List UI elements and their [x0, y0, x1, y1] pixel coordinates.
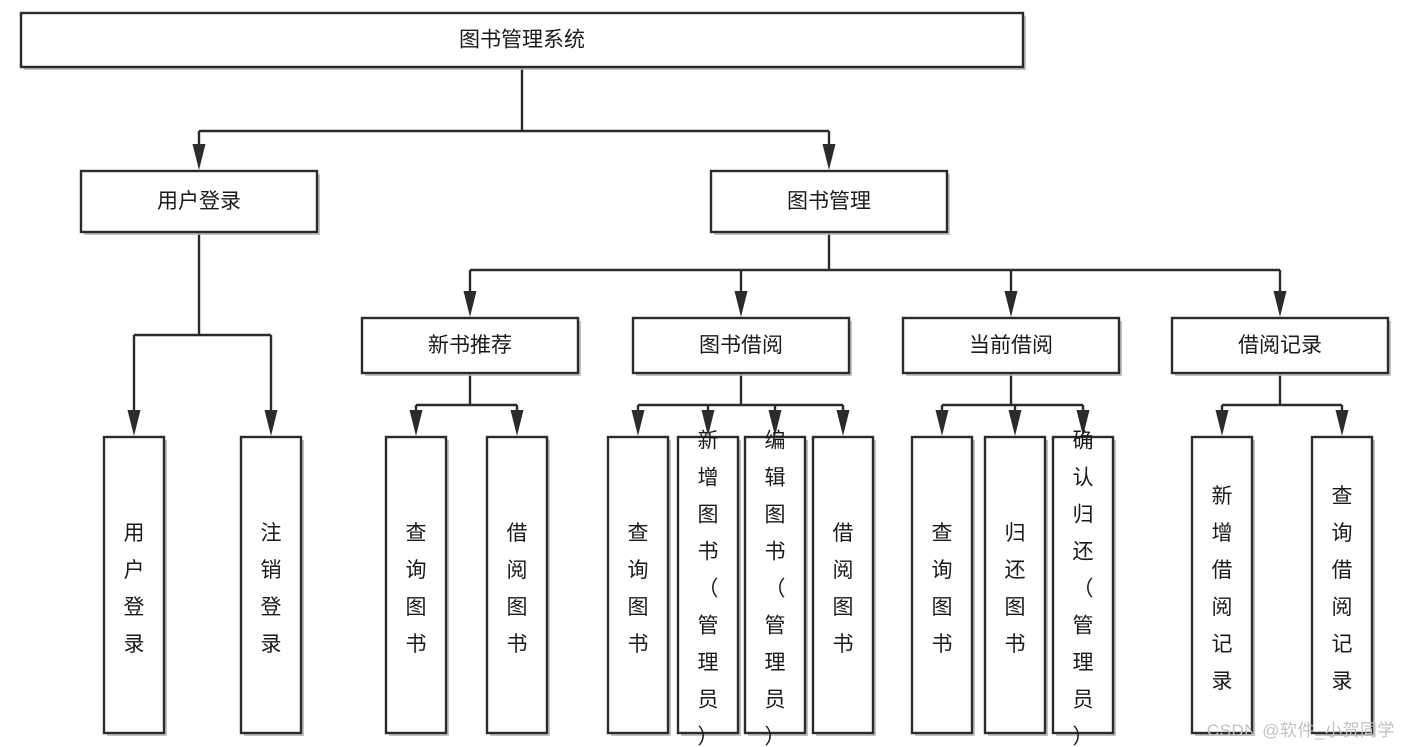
node-label: 图书管理	[787, 190, 871, 213]
node-leaf-borrow-book[interactable]: 借阅图书	[811, 435, 876, 736]
arrow-head-icon	[836, 410, 850, 436]
node-label: 当前借阅	[969, 334, 1053, 357]
arrow-head-icon	[463, 291, 477, 317]
node-rect[interactable]	[631, 316, 851, 375]
arrow-head-icon	[935, 410, 949, 436]
node-user-login[interactable]: 用户登录	[79, 169, 320, 235]
node-label: 注销登录	[261, 522, 282, 656]
node-layer: 图书管理系统用户登录图书管理新书推荐图书借阅当前借阅借阅记录用户登录注销登录查询…	[19, 11, 1391, 747]
node-rect[interactable]	[19, 11, 1025, 69]
node-leaf-query-book-recommend[interactable]: 查询图书	[384, 435, 449, 736]
node-label: 查询图书	[932, 522, 953, 656]
node-leaf-confirm-return-admin[interactable]: 确认归还（管理员）	[1051, 429, 1116, 747]
node-label: 新增图书（管理员）	[698, 429, 719, 747]
node-label: 查询图书	[406, 522, 427, 656]
node-label: 查询借阅记录	[1332, 485, 1353, 693]
node-rect[interactable]	[102, 435, 166, 735]
watermark-label: CSDN @软件_小贺同学	[1206, 721, 1395, 740]
arrow-head-icon	[734, 291, 748, 317]
node-rect[interactable]	[983, 435, 1047, 735]
node-label: 新书推荐	[428, 334, 512, 357]
arrow-head-icon	[768, 410, 782, 436]
arrow-head-icon	[1215, 410, 1229, 436]
node-rect[interactable]	[384, 435, 448, 735]
node-label: 借阅图书	[507, 522, 528, 656]
node-rect[interactable]	[485, 435, 549, 735]
arrow-head-icon	[1076, 410, 1090, 436]
node-borrow-record[interactable]: 借阅记录	[1170, 316, 1391, 376]
node-rect[interactable]	[1051, 435, 1115, 735]
node-rect[interactable]	[709, 169, 949, 234]
node-label: 查询图书	[628, 522, 649, 656]
node-book-borrow[interactable]: 图书借阅	[631, 316, 852, 376]
node-new-book-recommend[interactable]: 新书推荐	[360, 316, 581, 376]
node-leaf-borrow-book-recommend[interactable]: 借阅图书	[485, 435, 550, 736]
node-rect[interactable]	[1190, 435, 1254, 735]
node-leaf-query-book-borrow[interactable]: 查询图书	[606, 435, 671, 736]
node-leaf-return-book[interactable]: 归还图书	[983, 435, 1048, 736]
node-rect[interactable]	[1310, 435, 1374, 735]
node-label: 用户登录	[124, 522, 145, 656]
node-leaf-add-borrow-record[interactable]: 新增借阅记录	[1190, 435, 1255, 736]
node-leaf-query-borrow-record[interactable]: 查询借阅记录	[1310, 435, 1375, 736]
node-label: 借阅记录	[1238, 334, 1322, 357]
arrow-head-icon	[510, 410, 524, 436]
node-label: 确认归还（管理员）	[1073, 429, 1094, 747]
node-current-borrow[interactable]: 当前借阅	[901, 316, 1122, 376]
node-rect[interactable]	[676, 435, 740, 735]
node-rect[interactable]	[743, 435, 807, 735]
node-label: 借阅图书	[833, 522, 854, 656]
node-label: 用户登录	[157, 190, 241, 213]
node-rect[interactable]	[239, 435, 303, 735]
connector-group	[935, 373, 1090, 436]
node-leaf-user-login[interactable]: 用户登录	[102, 435, 167, 736]
node-rect[interactable]	[79, 169, 319, 234]
connector-group	[1215, 373, 1349, 436]
arrow-head-icon	[1273, 291, 1287, 317]
node-rect[interactable]	[360, 316, 580, 375]
node-rect[interactable]	[1170, 316, 1390, 375]
arrow-head-icon	[822, 144, 836, 170]
arrow-head-icon	[701, 410, 715, 436]
node-leaf-edit-book-admin[interactable]: 编辑图书（管理员）	[743, 429, 808, 747]
arrow-head-icon	[1008, 410, 1022, 436]
connector-group	[127, 232, 278, 436]
arrow-head-icon	[409, 410, 423, 436]
node-leaf-add-book-admin[interactable]: 新增图书（管理员）	[676, 429, 741, 747]
arrow-head-icon	[1004, 291, 1018, 317]
connector-group	[463, 232, 1287, 317]
node-label: 新增借阅记录	[1212, 485, 1233, 693]
node-leaf-query-book-current[interactable]: 查询图书	[910, 435, 975, 736]
connector-layer	[127, 67, 1349, 436]
node-rect[interactable]	[811, 435, 875, 735]
node-rect[interactable]	[901, 316, 1121, 375]
connector-group	[409, 373, 524, 436]
arrow-head-icon	[1335, 410, 1349, 436]
node-label: 编辑图书（管理员）	[765, 429, 786, 747]
arrow-head-icon	[631, 410, 645, 436]
node-rect[interactable]	[910, 435, 974, 735]
arrow-head-icon	[127, 410, 141, 436]
node-rect[interactable]	[606, 435, 670, 735]
node-label: 图书管理系统	[459, 29, 585, 52]
connector-group	[192, 67, 836, 170]
node-book-management[interactable]: 图书管理	[709, 169, 950, 235]
node-root[interactable]: 图书管理系统	[19, 11, 1026, 70]
arrow-head-icon	[192, 144, 206, 170]
arrow-head-icon	[264, 410, 278, 436]
node-leaf-logout-login[interactable]: 注销登录	[239, 435, 304, 736]
node-label: 归还图书	[1005, 522, 1026, 656]
connector-group	[631, 373, 850, 436]
node-label: 图书借阅	[699, 334, 783, 357]
